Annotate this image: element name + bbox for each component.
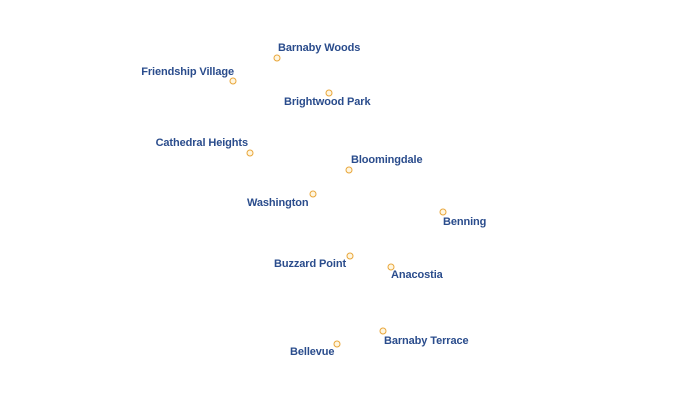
place-label: Anacostia [391,269,443,281]
place-marker-icon[interactable] [246,149,254,157]
place-label: Barnaby Woods [278,42,361,54]
place-marker-icon[interactable] [229,77,237,85]
place-label: Brightwood Park [284,96,371,108]
place-label: Bloomingdale [351,154,423,166]
place-marker-icon[interactable] [346,252,354,260]
place-marker-icon[interactable] [273,54,281,62]
place-marker-icon[interactable] [325,89,333,97]
place-marker-icon[interactable] [387,263,395,271]
place-label: Cathedral Heights [155,137,249,149]
place-label: Bellevue [290,346,335,358]
place-label: Washington [247,197,309,209]
place-marker-icon[interactable] [309,190,317,198]
place-marker-icon[interactable] [379,327,387,335]
place-label: Barnaby Terrace [384,335,469,347]
place-label: Friendship Village [141,66,234,78]
place-label: Benning [443,216,487,228]
place-marker-icon[interactable] [333,340,341,348]
place-marker-icon[interactable] [345,166,353,174]
place-label: Buzzard Point [274,258,347,270]
place-marker-icon[interactable] [439,208,447,216]
